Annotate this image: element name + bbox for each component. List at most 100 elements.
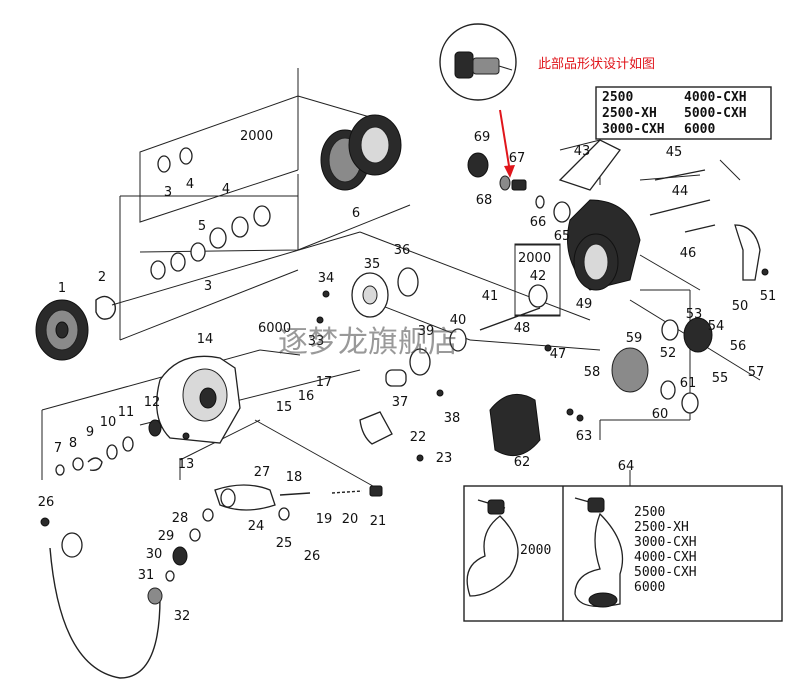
label-21: 21 (370, 514, 387, 529)
label-22: 22 (410, 430, 427, 445)
washer-stack-top (157, 147, 193, 173)
label-10: 10 (100, 415, 117, 430)
label-26b: 26 (304, 549, 321, 564)
part-60-bearing (660, 380, 676, 400)
label-62: 62 (514, 455, 531, 470)
label-37: 37 (392, 395, 409, 410)
model-col1-row1: 2500 (602, 90, 633, 105)
label-46: 46 (680, 246, 697, 261)
callout-note: 此部品形状设计如图 (538, 56, 655, 72)
handle-left-size: 2000 (520, 543, 551, 558)
label-56: 56 (730, 339, 747, 354)
part-65-ring (553, 201, 571, 223)
label-23: 23 (436, 451, 453, 466)
part-22-bracket (359, 411, 393, 445)
label-9: 9 (86, 425, 94, 440)
handle-size-5: 5000-CXH (634, 565, 697, 580)
part-labels: 1 2 3 4 4 5 3 2000 6 14 7 8 9 10 11 12 1… (38, 129, 777, 624)
handle-size-2: 2500-XH (634, 520, 689, 535)
part-14-body-cover (156, 355, 241, 444)
label-44: 44 (672, 184, 689, 199)
detail-part-icon (454, 51, 513, 79)
label-66: 66 (530, 215, 547, 230)
label-64: 64 (618, 459, 635, 474)
label-33: 33 (308, 334, 325, 349)
part-2-clip (95, 295, 117, 320)
label-7: 7 (54, 441, 62, 456)
label-4b: 4 (222, 182, 230, 197)
part-66-washer (535, 195, 545, 209)
label-6: 6 (352, 206, 360, 221)
label-4a: 4 (186, 177, 194, 192)
label-60: 60 (652, 407, 669, 422)
label-47: 47 (550, 347, 567, 362)
label-45: 45 (666, 145, 683, 160)
label-51: 51 (760, 289, 777, 304)
label-12: 12 (144, 395, 161, 410)
handle-size-3: 3000-CXH (634, 535, 697, 550)
box33-size-6000: 6000 (258, 321, 291, 336)
label-65: 65 (554, 229, 571, 244)
label-28: 28 (172, 511, 189, 526)
handle-right-icon (574, 497, 624, 608)
label-39: 39 (418, 324, 435, 339)
label-30: 30 (146, 547, 163, 562)
part-69-knob (467, 152, 489, 178)
label-3a: 3 (164, 185, 172, 200)
label-36: 36 (394, 243, 411, 258)
label-34: 34 (318, 271, 335, 286)
label-53: 53 (686, 307, 703, 322)
label-61: 61 (680, 376, 697, 391)
small-parts-7-12 (55, 419, 162, 476)
model-col1-row2: 2500-XH (602, 106, 657, 121)
label-43: 43 (574, 144, 591, 159)
model-table: 2500 2500-XH 3000-CXH 4000-CXH 5000-CXH … (602, 90, 747, 137)
label-42: 42 (530, 269, 547, 284)
label-16: 16 (298, 389, 315, 404)
label-48: 48 (514, 321, 531, 336)
label-5: 5 (198, 219, 206, 234)
handle-size-6: 6000 (634, 580, 665, 595)
label-38: 38 (444, 411, 461, 426)
label-26a: 26 (38, 495, 55, 510)
label-50: 50 (732, 299, 749, 314)
part-50-bail-arm (734, 224, 761, 281)
part-32-bail-wire (49, 547, 161, 679)
part-1-drag-knob (35, 299, 89, 361)
part-37-collar (385, 369, 407, 387)
part-39-ring (409, 348, 431, 376)
screws (40, 268, 769, 527)
label-2: 2 (98, 270, 106, 285)
part-36-bushing (397, 267, 419, 297)
part-53-gear (683, 317, 713, 353)
model-col2-row3: 6000 (684, 122, 715, 137)
label-55: 55 (712, 371, 729, 386)
handle-size-4: 4000-CXH (634, 550, 697, 565)
washer-stack-middle (150, 205, 271, 280)
label-49: 49 (576, 297, 593, 312)
label-58: 58 (584, 365, 601, 380)
label-29: 29 (158, 529, 175, 544)
label-8: 8 (69, 436, 77, 451)
part-61-bearing (681, 392, 699, 414)
handle-options-box (463, 485, 783, 622)
handle-size-1: 2500 (634, 505, 665, 520)
label-19: 19 (316, 512, 333, 527)
part-6-spool (320, 114, 402, 191)
label-69: 69 (474, 130, 491, 145)
label-67: 67 (509, 151, 526, 166)
label-20: 20 (342, 512, 359, 527)
handle-left-icon (466, 499, 519, 597)
box42-size-2000: 2000 (518, 251, 551, 266)
label-41: 41 (482, 289, 499, 304)
label-15: 15 (276, 400, 293, 415)
label-17: 17 (316, 375, 333, 390)
handle-right-sizes: 2500 2500-XH 3000-CXH 4000-CXH 5000-CXH … (634, 505, 697, 595)
part-59-drive-gear (611, 347, 649, 393)
label-14: 14 (197, 332, 214, 347)
label-24: 24 (248, 519, 265, 534)
parts-drawings (35, 23, 769, 679)
spool-size-2000: 2000 (240, 129, 273, 144)
label-35: 35 (364, 257, 381, 272)
